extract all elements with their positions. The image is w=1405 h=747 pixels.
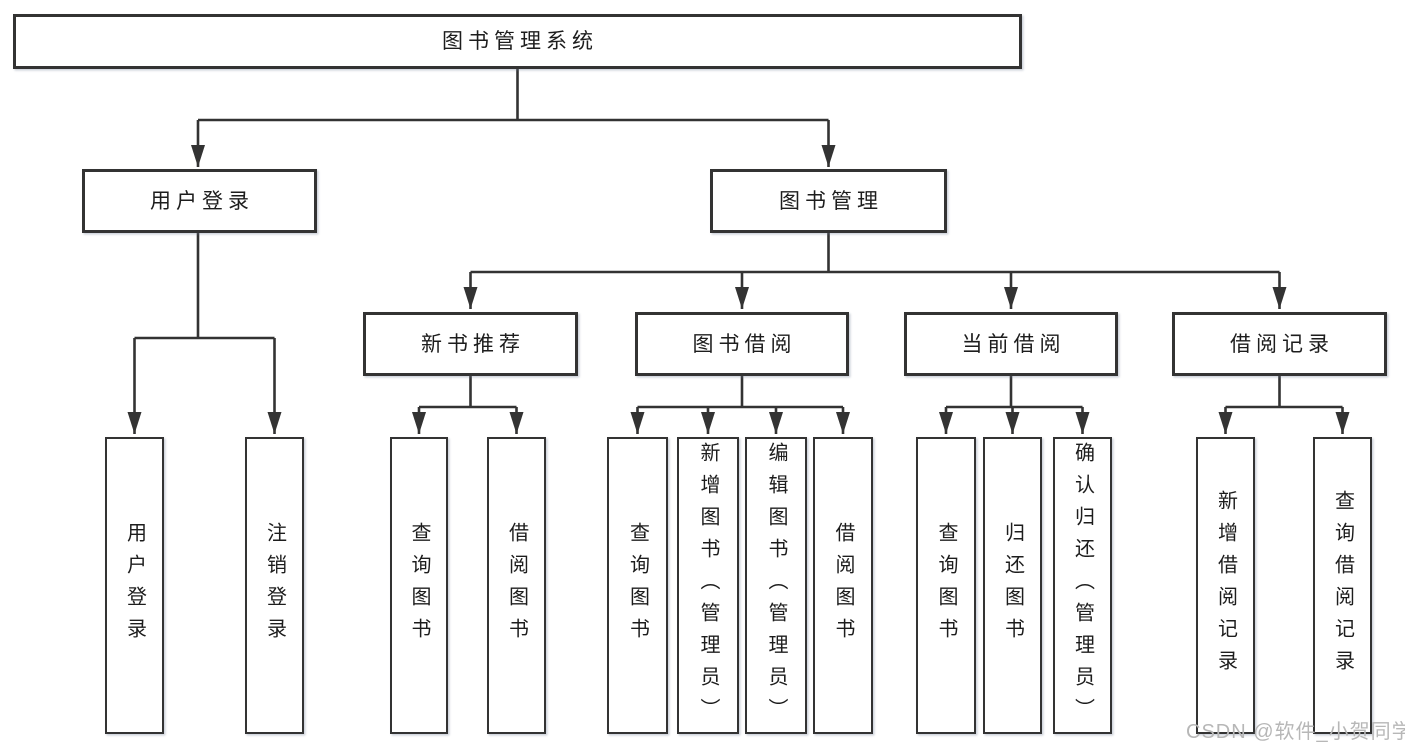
node-leaf-return-books: 归还图书 xyxy=(983,437,1042,734)
branch-rails xyxy=(134,69,1343,409)
node-leaf-confirm-return-admin: 确认归还（管理员） xyxy=(1053,437,1112,734)
node-label: 用户登录 xyxy=(150,189,254,213)
node-leaf-query-books: 查询图书 xyxy=(607,437,668,734)
node-leaf-query-books: 查询图书 xyxy=(390,437,448,734)
node-label: 查询借阅记录 xyxy=(1331,489,1354,682)
node-leaf-borrow-books: 借阅图书 xyxy=(813,437,873,734)
node-book-management: 图书管理 xyxy=(710,169,947,233)
node-book-borrowing: 图书借阅 xyxy=(635,312,849,376)
node-label: 归还图书 xyxy=(1001,521,1024,650)
node-leaf-query-borrow-record: 查询借阅记录 xyxy=(1313,437,1372,734)
node-label: 借阅图书 xyxy=(832,521,854,650)
node-leaf-borrow-books: 借阅图书 xyxy=(487,437,546,734)
node-leaf-add-borrow-record: 新增借阅记录 xyxy=(1196,437,1255,734)
node-label: 新书推荐 xyxy=(421,332,525,356)
node-label: 图书管理 xyxy=(779,189,883,213)
node-user-login: 用户登录 xyxy=(82,169,317,233)
node-leaf-logout: 注销登录 xyxy=(245,437,304,734)
node-label: 当前借阅 xyxy=(961,332,1066,356)
node-label: 查询图书 xyxy=(626,521,649,650)
node-leaf-add-books-admin: 新增图书（管理员） xyxy=(677,437,739,734)
node-label: 图书管理系统 xyxy=(442,30,598,53)
node-leaf-user-login: 用户登录 xyxy=(105,437,164,734)
node-borrowing-records: 借阅记录 xyxy=(1172,312,1387,376)
node-current-borrowing: 当前借阅 xyxy=(904,312,1118,376)
arrow-drops xyxy=(127,120,1350,434)
node-label: 借阅记录 xyxy=(1230,332,1334,356)
node-label: 借阅图书 xyxy=(505,521,528,650)
node-label: 用户登录 xyxy=(123,521,146,650)
node-label: 查询图书 xyxy=(935,521,957,650)
node-library-management-system: 图书管理系统 xyxy=(13,14,1022,69)
node-label: 查询图书 xyxy=(408,521,430,650)
node-new-book-recommend: 新书推荐 xyxy=(363,312,578,376)
node-label: 确认归还（管理员） xyxy=(1071,441,1094,730)
watermark-text: CSDN @软件_小贺同学 xyxy=(1186,721,1405,743)
node-leaf-query-books: 查询图书 xyxy=(916,437,976,734)
node-label: 注销登录 xyxy=(263,521,286,650)
node-label: 新增借阅记录 xyxy=(1214,489,1237,682)
node-label: 图书借阅 xyxy=(692,332,797,356)
node-label: 编辑图书（管理员） xyxy=(765,441,787,730)
node-label: 新增图书（管理员） xyxy=(697,441,719,730)
node-leaf-edit-books-admin: 编辑图书（管理员） xyxy=(745,437,807,734)
